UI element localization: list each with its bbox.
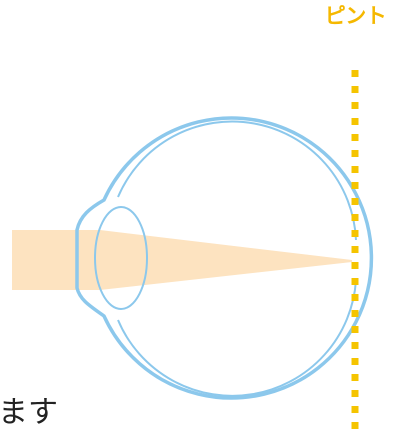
light-beam <box>12 230 352 290</box>
focus-label: ピント <box>324 4 387 28</box>
eyeball-inner-wall-upper <box>117 120 357 241</box>
caption-fragment: ます <box>0 395 58 430</box>
eyeball-outer-wall <box>75 116 374 400</box>
eyeball-inner-wall-lower <box>117 279 357 397</box>
lens <box>94 206 148 310</box>
